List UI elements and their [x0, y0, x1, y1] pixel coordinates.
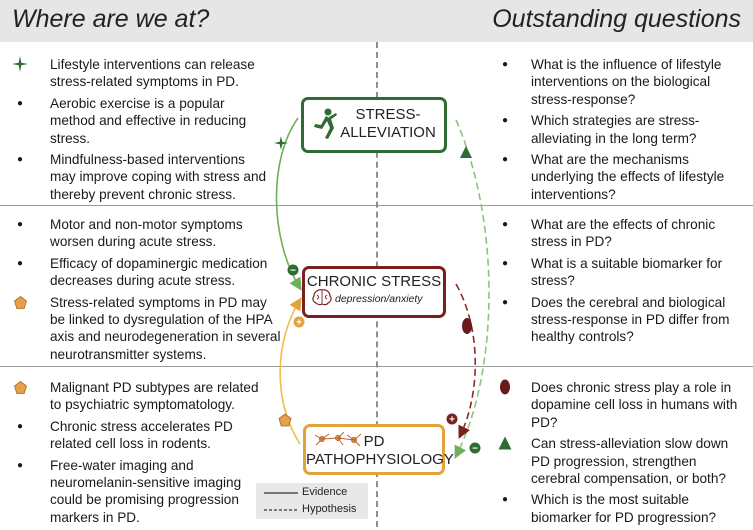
pd-pathophysiology-label: PD PATHOPHYSIOLOGY: [306, 433, 454, 468]
minus-sign-green-2: [469, 442, 481, 454]
plus-sign-orange: [293, 316, 305, 328]
right-section-2: ●What are the effects of chronic stress …: [502, 216, 745, 350]
green-star-icon: [12, 56, 28, 77]
bullet-icon: ●: [16, 420, 24, 432]
evidence-arrow-pd-to-chronic: [279, 297, 302, 445]
arrow-star-icon: [274, 136, 288, 150]
stress-alleviation-label: STRESS- ALLEVIATION: [340, 106, 436, 141]
bullet-icon: ●: [501, 219, 509, 230]
list-item: Can stress-alleviation slow down PD prog…: [498, 435, 745, 487]
bullet-icon: ●: [16, 459, 24, 471]
chronic-stress-label: CHRONIC STRESS: [306, 273, 442, 290]
minus-sign-green: [287, 264, 299, 276]
brain-icon: [312, 289, 332, 306]
bullet-icon: ●: [501, 59, 509, 70]
hypothesis-arrow-chronic-to-pd: [455, 283, 477, 439]
stress-alleviation-box: STRESS- ALLEVIATION: [301, 97, 447, 153]
list-item: ●Which strategies are stress-alleviating…: [502, 112, 745, 147]
list-item: Lifestyle interventions can release stre…: [12, 56, 272, 91]
left-section-2: ●Motor and non-motor symptoms worsen dur…: [13, 216, 282, 367]
neurons-icon: [314, 431, 362, 447]
bullet-icon: ●: [16, 257, 24, 269]
plus-sign-text: +: [449, 415, 455, 426]
pd-pathophysiology-box: PD PATHOPHYSIOLOGY: [303, 424, 454, 475]
plus-sign-red: [446, 413, 458, 425]
legend-dashed-line-icon: [264, 509, 298, 511]
left-column-title: Where are we at?: [12, 5, 210, 33]
arrow-ellipse-icon: [462, 318, 472, 334]
list-item: ●Which is the most suitable biomarker fo…: [502, 491, 745, 526]
bullet-icon: ●: [16, 97, 24, 109]
bullet-icon: ●: [501, 154, 509, 166]
list-item: Stress-related symptoms in PD may be lin…: [13, 294, 282, 364]
bullet-icon: ●: [16, 219, 24, 230]
list-item: ●Free-water imaging and neuromelanin-sen…: [17, 457, 272, 527]
exercise-figure-icon: [314, 108, 337, 139]
legend-evidence-label: Evidence: [302, 486, 348, 498]
bullet-icon: ●: [501, 494, 509, 506]
list-item: Malignant PD subtypes are related to psy…: [13, 379, 272, 414]
arrow-triangle-icon: [460, 146, 472, 158]
list-item: ●Mindfulness-based interventions may imp…: [17, 151, 272, 203]
legend-hypothesis-label: Hypothesis: [302, 503, 357, 515]
chronic-stress-box: CHRONIC STRESS depression/anxiety: [302, 266, 446, 318]
right-section-3: Does chronic stress play a role in dopam…: [498, 379, 745, 530]
hypothesis-arrow-stress-to-pd: [454, 119, 490, 459]
bullet-icon: ●: [501, 296, 509, 308]
list-item: ●Efficacy of dopaminergic medication dec…: [17, 255, 282, 290]
right-column-title: Outstanding questions: [492, 5, 741, 33]
right-section-1: ●What is the influence of lifestyle inte…: [502, 56, 745, 207]
list-item: ●What are the mechanisms underlying the …: [502, 151, 745, 203]
orange-pentagon-icon: [12, 379, 28, 399]
list-item: ●What is a suitable biomarker for stress…: [502, 255, 745, 290]
arrow-pentagon-icon: [278, 413, 292, 427]
list-item: ●Chronic stress accelerates PD related c…: [17, 418, 272, 453]
legend-solid-line-icon: [264, 492, 298, 494]
orange-pentagon-icon: [12, 294, 28, 314]
red-ellipse-icon: [497, 379, 513, 400]
list-item: Does chronic stress play a role in dopam…: [500, 379, 745, 431]
left-section-1: Lifestyle interventions can release stre…: [12, 56, 272, 207]
minus-sign-text: −: [290, 266, 296, 277]
list-item: ●Aerobic exercise is a popular method an…: [17, 95, 272, 147]
left-section-3: Malignant PD subtypes are related to psy…: [13, 379, 272, 530]
bullet-icon: ●: [16, 154, 24, 166]
header-bar: Where are we at? Outstanding questions: [0, 0, 753, 42]
chronic-stress-sublabel: depression/anxiety: [335, 293, 423, 305]
list-item: ●What is the influence of lifestyle inte…: [502, 56, 745, 108]
minus-sign-text: −: [472, 444, 478, 455]
legend: Evidence Hypothesis: [256, 483, 368, 519]
bullet-icon: ●: [501, 257, 509, 269]
list-item: ●Motor and non-motor symptoms worsen dur…: [17, 216, 282, 251]
green-triangle-icon: [497, 435, 513, 455]
plus-sign-text: +: [296, 318, 302, 329]
list-item: ●What are the effects of chronic stress …: [502, 216, 745, 251]
bullet-icon: ●: [501, 115, 509, 127]
list-item: ●Does the cerebral and biological stress…: [502, 294, 745, 346]
